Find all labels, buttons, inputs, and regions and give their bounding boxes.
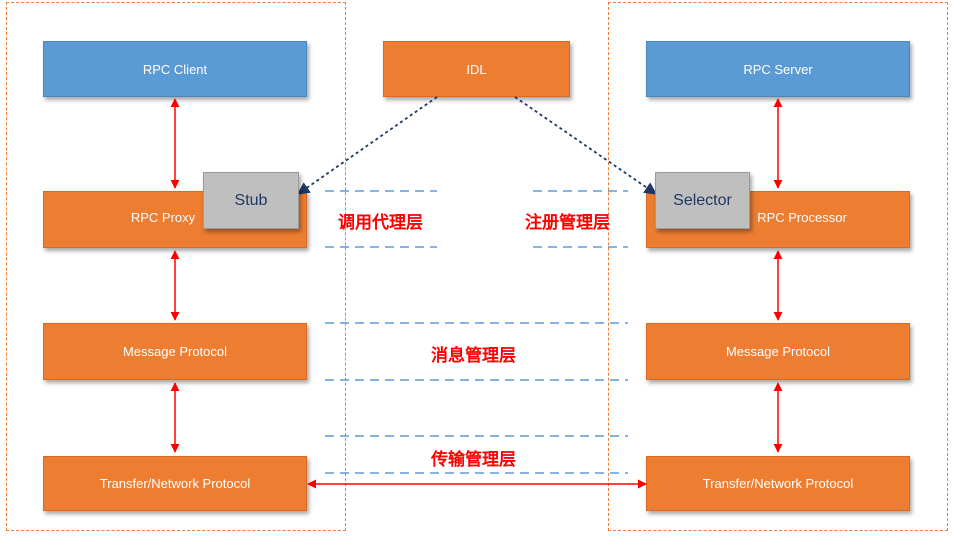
server-message-protocol-box: Message Protocol [646, 323, 910, 380]
idl-to-stub-arrow [296, 96, 438, 195]
transport-layer-label: 传输管理层 [431, 450, 516, 470]
client-message-protocol-box: Message Protocol [43, 323, 307, 380]
client-transfer-protocol-label: Transfer/Network Protocol [99, 476, 251, 491]
server-transfer-protocol-label: Transfer/Network Protocol [702, 476, 854, 491]
rpc-processor-label: RPC Processor [757, 210, 847, 225]
registry-layer-label: 注册管理层 [525, 213, 610, 233]
client-group-border [6, 2, 346, 531]
rpc-server-label: RPC Server [743, 61, 813, 77]
message-layer-label: 消息管理层 [431, 346, 516, 366]
stub-box: Stub [203, 172, 299, 229]
selector-label: Selector [673, 191, 732, 209]
stub-label: Stub [234, 191, 268, 209]
client-transfer-protocol-box: Transfer/Network Protocol [43, 456, 307, 511]
invoke-proxy-layer-label: 调用代理层 [338, 213, 423, 233]
selector-box: Selector [655, 172, 750, 229]
idl-label: IDL [466, 61, 487, 77]
rpc-server-box: RPC Server [646, 41, 910, 97]
server-message-protocol-label: Message Protocol [725, 344, 831, 359]
server-group-border [608, 2, 948, 531]
server-transfer-protocol-box: Transfer/Network Protocol [646, 456, 910, 511]
rpc-proxy-label: RPC Proxy [130, 210, 196, 225]
client-message-protocol-label: Message Protocol [122, 344, 228, 359]
layer-dividers [325, 190, 628, 474]
rpc-client-label: RPC Client [142, 61, 208, 77]
idl-to-selector-arrow [514, 96, 658, 195]
rpc-client-box: RPC Client [43, 41, 307, 97]
idl-box: IDL [383, 41, 570, 97]
